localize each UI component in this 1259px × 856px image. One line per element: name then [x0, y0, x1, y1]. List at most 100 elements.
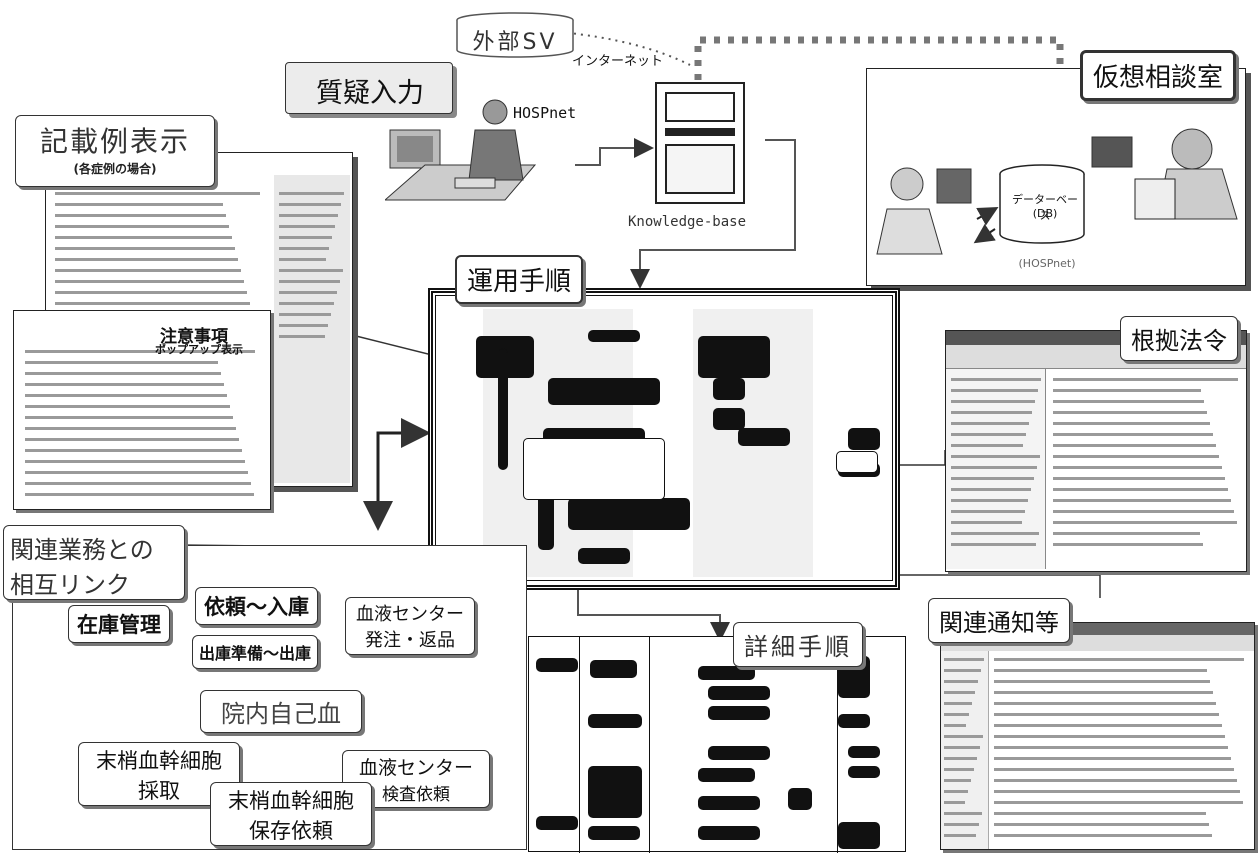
text-line [994, 801, 1243, 804]
detail-procedure-label: 詳細手順 [733, 622, 863, 667]
inventory-link[interactable]: 在庫管理 [68, 605, 170, 643]
flow-node [588, 766, 642, 818]
pbsc-store-link[interactable]: 末梢血幹細胞 保存依頼 [210, 782, 372, 846]
text-line [1053, 378, 1238, 381]
flow-node [708, 746, 770, 760]
text-line [55, 258, 238, 261]
flow-node [498, 348, 508, 470]
hospnet-paren-label: (HOSPnet) [1018, 257, 1076, 270]
legal-basis-label: 根拠法令 [1120, 316, 1238, 361]
flow-node [838, 822, 880, 849]
law-text-lines [945, 330, 1247, 572]
text-line [279, 302, 334, 305]
text-line [994, 724, 1222, 727]
text-line [951, 466, 1037, 469]
text-line [1053, 400, 1204, 403]
text-line [55, 247, 235, 250]
request-to-stock-link[interactable]: 依頼～入庫 [195, 587, 318, 625]
pbsc-collect-line2: 採取 [138, 779, 180, 803]
flow-node [548, 378, 660, 405]
text-line [25, 416, 233, 419]
related-link-line1: 関連業務との [10, 536, 154, 564]
question-input-banner: 質疑入力 [285, 62, 453, 114]
text-line [1053, 477, 1225, 480]
text-line [951, 378, 1041, 381]
text-line [1053, 499, 1231, 502]
flow-node [708, 706, 770, 720]
text-line [279, 291, 337, 294]
text-line [944, 746, 980, 749]
text-line [951, 400, 1035, 403]
text-line [944, 812, 982, 815]
flow-node [848, 746, 880, 758]
flow-node [698, 796, 760, 810]
text-line [1053, 433, 1213, 436]
text-line [951, 543, 1036, 546]
text-line [1053, 422, 1210, 425]
pbsc-store-line2: 保存依頼 [249, 819, 333, 843]
flow-node [588, 714, 642, 728]
entry-example-label: 記載例表示 (各症例の場合) [15, 115, 215, 187]
text-line [994, 790, 1240, 793]
person-at-desk-illustration [385, 90, 545, 205]
text-line [25, 427, 236, 430]
text-line [994, 768, 1234, 771]
issue-prep-link[interactable]: 出庫準備～出庫 [192, 635, 319, 669]
knowledge-base-label: Knowledge-base [628, 214, 747, 230]
text-line [951, 444, 1023, 447]
text-line [944, 801, 965, 804]
text-line [1053, 488, 1228, 491]
flow-node [788, 788, 812, 810]
entry-example-title: 記載例表示 [39, 125, 190, 158]
virtual-consult-room-label: 仮想相談室 [1080, 50, 1237, 101]
text-line [944, 735, 983, 738]
text-line [944, 680, 978, 683]
entry-example-subtitle: (各症例の場合) [73, 162, 157, 176]
text-line [25, 493, 254, 496]
text-line [279, 324, 328, 327]
pbsc-store-line1: 末梢血幹細胞 [228, 789, 354, 813]
text-line [55, 225, 229, 228]
text-line [951, 411, 1032, 414]
autologous-link[interactable]: 院内自己血 [200, 690, 362, 733]
blood-center-order-link[interactable]: 血液センター 発注・返品 [345, 597, 475, 655]
knowledge-server [655, 82, 745, 204]
text-line [279, 247, 329, 250]
text-line [55, 291, 247, 294]
text-line [1053, 444, 1216, 447]
flow-node [578, 548, 630, 564]
text-line [55, 302, 250, 305]
bidirectional-arrow [363, 431, 425, 531]
text-line [994, 735, 1225, 738]
text-line [279, 269, 343, 272]
blood-center-test-link[interactable]: 血液センター 検査依頼 [342, 750, 490, 808]
text-line [994, 691, 1213, 694]
notice-text-lines [940, 622, 1255, 850]
text-line [279, 214, 338, 217]
text-line [25, 394, 227, 397]
internet-label: インターネット [572, 54, 664, 69]
flow-node [588, 330, 640, 342]
detail-flowchart [528, 636, 906, 852]
text-line [951, 488, 1031, 491]
database-label-2: (DB) [1032, 207, 1058, 220]
text-line [25, 350, 255, 353]
flow-node [836, 451, 878, 473]
text-line [55, 192, 260, 195]
input-to-server-arrow [575, 138, 654, 166]
text-line [1053, 521, 1237, 524]
text-line [279, 236, 332, 239]
text-line [951, 499, 1028, 502]
notes-subtitle: ポップアップ表示 [155, 343, 243, 356]
text-line [55, 203, 223, 206]
pbsc-collect-link[interactable]: 末梢血幹細胞 採取 [78, 742, 240, 806]
text-line [944, 779, 971, 782]
blood-center-test-line1: 血液センター [358, 757, 473, 779]
flow-node [698, 768, 755, 782]
flow-node [698, 666, 755, 680]
question-input-label: 質疑入力 [316, 78, 424, 109]
flow-node [838, 714, 870, 728]
hospnet-label: HOSPnet [513, 104, 577, 122]
blood-center-order-line1: 血液センター [356, 604, 464, 625]
text-line [279, 225, 335, 228]
